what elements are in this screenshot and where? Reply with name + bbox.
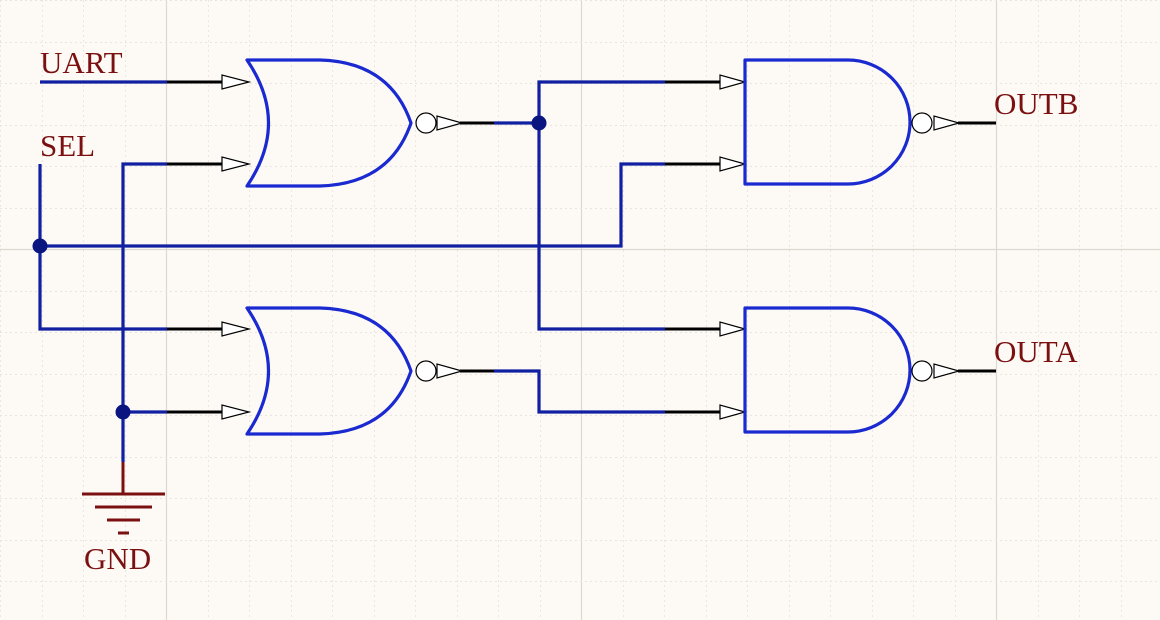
nor-gate-top-output-arrow xyxy=(436,115,465,131)
pin-stubs xyxy=(167,80,996,414)
nand-gate-top-bubble xyxy=(911,112,933,134)
ground-icon[interactable] xyxy=(82,462,165,535)
nor-gate-top-bubble xyxy=(415,112,437,134)
wire-gnd-to-nor-top[interactable] xyxy=(121,162,167,462)
nor-gate-top[interactable] xyxy=(245,58,465,188)
nor-gate-bottom-bubble xyxy=(415,360,437,382)
nor-gate-bottom[interactable] xyxy=(245,306,465,436)
nand-gate-bottom-bubble xyxy=(911,360,933,382)
nand-gate-top-output-arrow xyxy=(933,115,962,131)
junction-dot xyxy=(115,404,131,420)
input-pin-arrows xyxy=(221,74,748,420)
junction-dot xyxy=(531,115,547,131)
nand-gate-top[interactable] xyxy=(743,58,962,186)
nor-gate-top-body xyxy=(245,58,413,188)
net-label-gnd: GND xyxy=(84,541,151,576)
net-label-outb: OUTB xyxy=(994,86,1078,121)
junctions xyxy=(32,115,547,420)
nand-gate-bottom-output-arrow xyxy=(933,363,962,379)
wire-sel-to-nand-top[interactable] xyxy=(40,162,665,248)
net-label-sel: SEL xyxy=(40,128,95,163)
nand-gate-bottom-body xyxy=(743,306,912,434)
junction-dot xyxy=(32,238,48,254)
nand-gate-top-body xyxy=(743,58,912,186)
wire-nor-bottom-out[interactable] xyxy=(494,369,665,414)
wire-sel[interactable] xyxy=(38,164,167,331)
wire-to-nand-bottom-in1[interactable] xyxy=(537,123,665,331)
net-label-uart: UART xyxy=(40,45,123,80)
nand-gate-bottom[interactable] xyxy=(743,306,962,434)
nor-gate-bottom-output-arrow xyxy=(436,363,465,379)
net-labels: UART SEL OUTB OUTA GND xyxy=(40,45,1078,576)
net-label-outa: OUTA xyxy=(994,334,1078,369)
nor-gate-bottom-body xyxy=(245,306,413,436)
wire-to-nand-top-in1[interactable] xyxy=(537,80,665,123)
wires xyxy=(38,80,665,462)
